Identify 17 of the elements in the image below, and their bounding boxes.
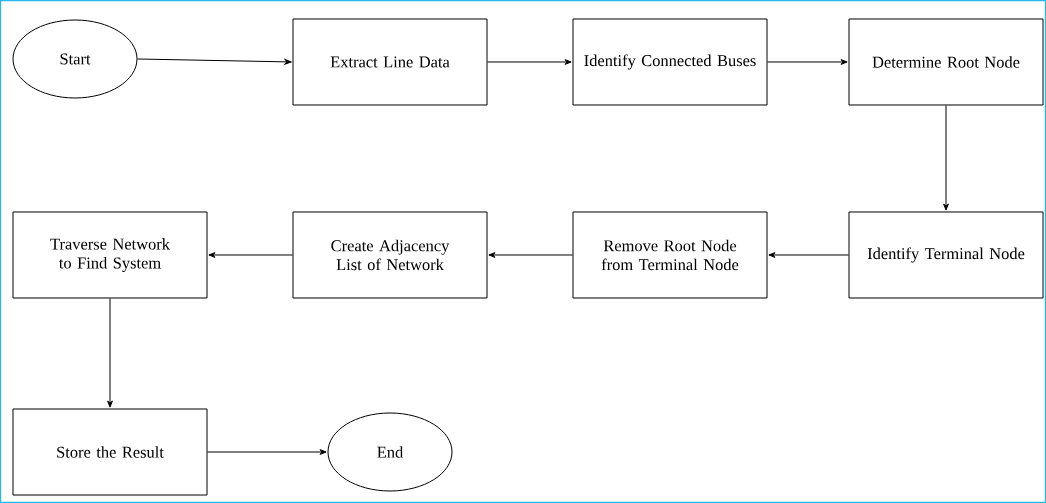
arrow <box>208 252 293 258</box>
process-box: Traverse Network to Find System <box>12 211 208 299</box>
process-box: Remove Root Node from Terminal Node <box>572 211 768 299</box>
arrow <box>767 59 848 65</box>
process-box: Determine Root Node <box>848 18 1044 106</box>
arrow <box>488 252 573 258</box>
process-box: Extract Line Data <box>292 18 488 106</box>
process-box: Identify Terminal Node <box>848 211 1044 299</box>
arrow <box>137 58 292 65</box>
arrow <box>107 298 113 408</box>
arrow <box>487 59 572 65</box>
process-box: Store the Result <box>12 408 208 496</box>
arrow <box>207 449 327 455</box>
arrow <box>943 105 949 211</box>
process-box: Create Adjacency List of Network <box>292 211 488 299</box>
arrow <box>768 252 849 258</box>
process-box: Identify Connected Buses <box>572 18 768 106</box>
